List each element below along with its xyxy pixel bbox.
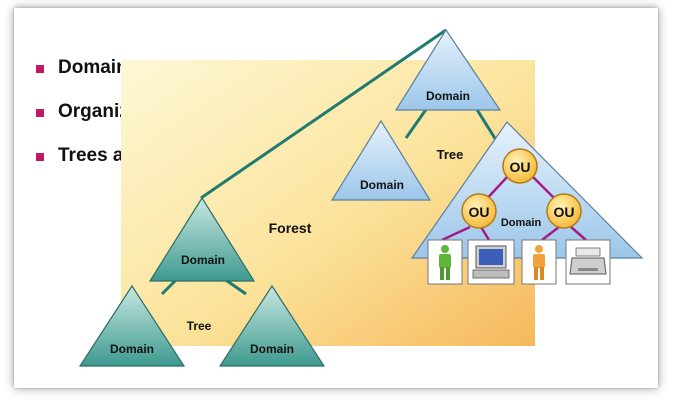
ou-node-left: OU — [461, 193, 497, 229]
printer-icon — [565, 239, 611, 285]
domain-lower-left-node: Domain — [78, 284, 186, 367]
forest-label: Forest — [269, 220, 312, 236]
domain-root-node: Domain — [394, 28, 502, 111]
svg-text:Domain: Domain — [181, 253, 225, 267]
tree-label-upper: Tree — [437, 147, 464, 162]
domain-lower-root-node: Domain — [148, 196, 256, 282]
ou-node-top: OU — [502, 148, 538, 184]
ou-node-right: OU — [546, 193, 582, 229]
domain-with-ous-node: OU OU OU Domain — [410, 121, 644, 285]
domain-lower-right-node: Domain — [218, 284, 326, 367]
svg-text:Domain: Domain — [426, 89, 470, 103]
svg-text:Domain: Domain — [250, 342, 294, 356]
user-icon — [427, 239, 463, 285]
diagram-frame: Domains Organizational Units Trees and F… — [14, 8, 658, 388]
bullet-domains: Domains — [36, 46, 243, 90]
svg-text:OU: OU — [554, 204, 575, 220]
svg-text:Domain: Domain — [110, 342, 154, 356]
bullet-square-icon — [36, 153, 44, 161]
svg-text:OU: OU — [469, 204, 490, 220]
bullet-square-icon — [36, 109, 44, 117]
ou-domain-label: Domain — [501, 217, 542, 229]
bullet-square-icon — [36, 65, 44, 73]
svg-text:Domain: Domain — [360, 178, 404, 192]
svg-text:OU: OU — [510, 159, 531, 175]
tree-connectors — [160, 28, 498, 296]
domain-child-left-node: Domain — [330, 119, 432, 201]
computer-icon — [467, 239, 515, 285]
tree-label-lower: Tree — [187, 319, 212, 333]
user-icon — [521, 239, 557, 285]
forest-diagram: Domain Domain Tree OU — [78, 28, 644, 367]
